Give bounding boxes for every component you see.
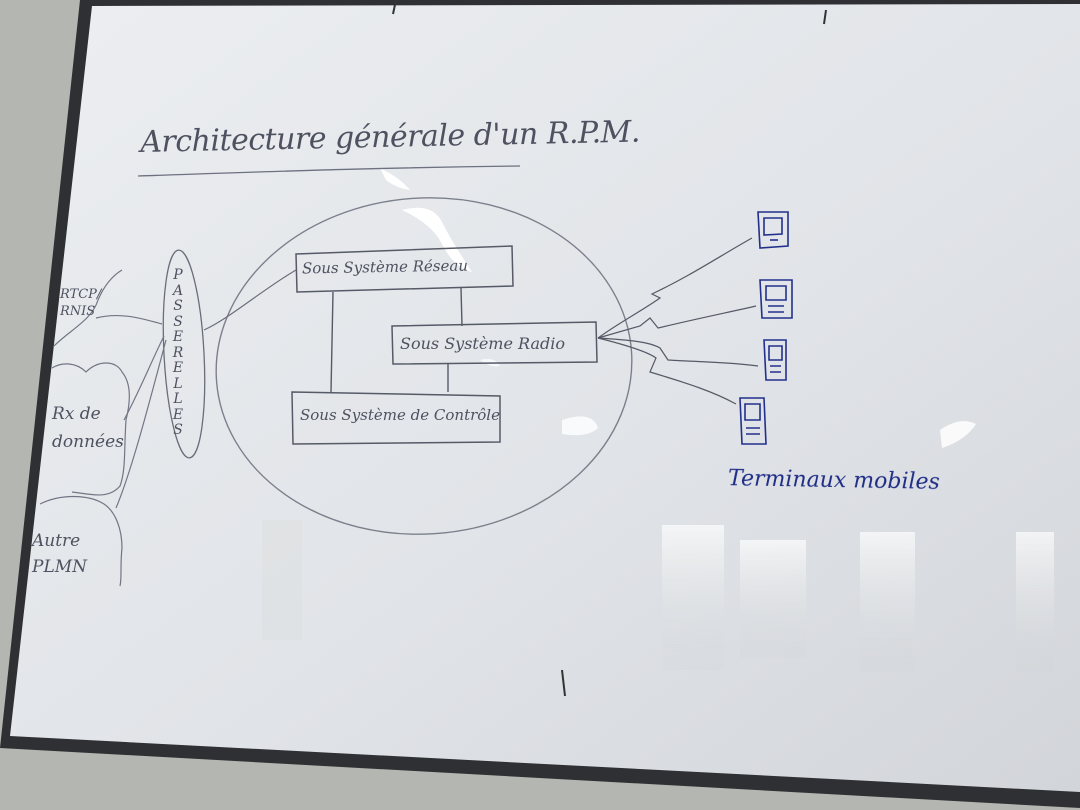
box-reseau bbox=[295, 245, 514, 293]
link-data bbox=[123, 335, 165, 421]
gateways-letter: S bbox=[173, 298, 183, 314]
gateways-letter: E bbox=[172, 406, 184, 423]
gateways-letter: A bbox=[172, 282, 184, 299]
gateways-letter: R bbox=[172, 344, 184, 361]
board-mark bbox=[392, 0, 397, 15]
link-reseau-radio bbox=[460, 287, 463, 327]
subsystem-reseau-label: Sous Système Réseau bbox=[301, 256, 469, 278]
gateways-letter: E bbox=[172, 360, 184, 376]
gateways-letter: S bbox=[173, 422, 183, 438]
rtcp-rnis-label: RTCP/ RNIS bbox=[60, 286, 101, 320]
plmn-line-1: Autre bbox=[32, 531, 81, 551]
terminals-label: Terminaux mobiles bbox=[727, 466, 941, 495]
cloud-rtcp bbox=[53, 269, 123, 347]
cloud-data bbox=[51, 362, 130, 496]
mobile-phone-icon bbox=[763, 339, 787, 381]
radio-links bbox=[597, 237, 759, 405]
gateways-letter: L bbox=[173, 375, 183, 392]
mobile-phone-icon bbox=[739, 397, 767, 445]
title-underline bbox=[137, 165, 521, 177]
gateways-letter: L bbox=[173, 391, 183, 407]
link-gateways-core bbox=[203, 269, 297, 331]
data-networks-label: Rx de données bbox=[52, 400, 124, 456]
gateways-ellipse bbox=[162, 249, 206, 459]
link-reseau-controle bbox=[330, 291, 334, 393]
board-surface bbox=[10, 4, 1080, 792]
subsystem-controle-label: Sous Système de Contrôle bbox=[300, 406, 500, 424]
rnis-line: RNIS bbox=[60, 304, 96, 319]
other-plmn-label: Autre PLMN bbox=[32, 528, 87, 580]
cloud-plmn bbox=[39, 495, 123, 587]
gateways-letter: S bbox=[173, 313, 183, 330]
gateways-letter: E bbox=[172, 329, 184, 345]
subsystem-radio-label: Sous Système Radio bbox=[400, 334, 565, 353]
data-line-1: Rx de bbox=[52, 404, 101, 424]
mobile-phone-icon bbox=[759, 279, 793, 319]
plmn-line-2: PLMN bbox=[32, 557, 88, 577]
link-plmn bbox=[115, 339, 167, 509]
window-reflections bbox=[262, 520, 1054, 672]
data-line-2: données bbox=[52, 432, 124, 452]
gateways-letter: P bbox=[173, 267, 183, 283]
rtcp-line: RTCP/ bbox=[60, 287, 102, 302]
board-mark bbox=[561, 669, 566, 697]
board-mark bbox=[823, 9, 827, 25]
mobile-phone-icon bbox=[757, 211, 789, 249]
core-network-ellipse bbox=[215, 197, 633, 535]
box-controle bbox=[291, 391, 501, 445]
light-glare bbox=[380, 168, 976, 448]
link-rtcp bbox=[95, 314, 163, 325]
box-radio bbox=[391, 321, 598, 365]
